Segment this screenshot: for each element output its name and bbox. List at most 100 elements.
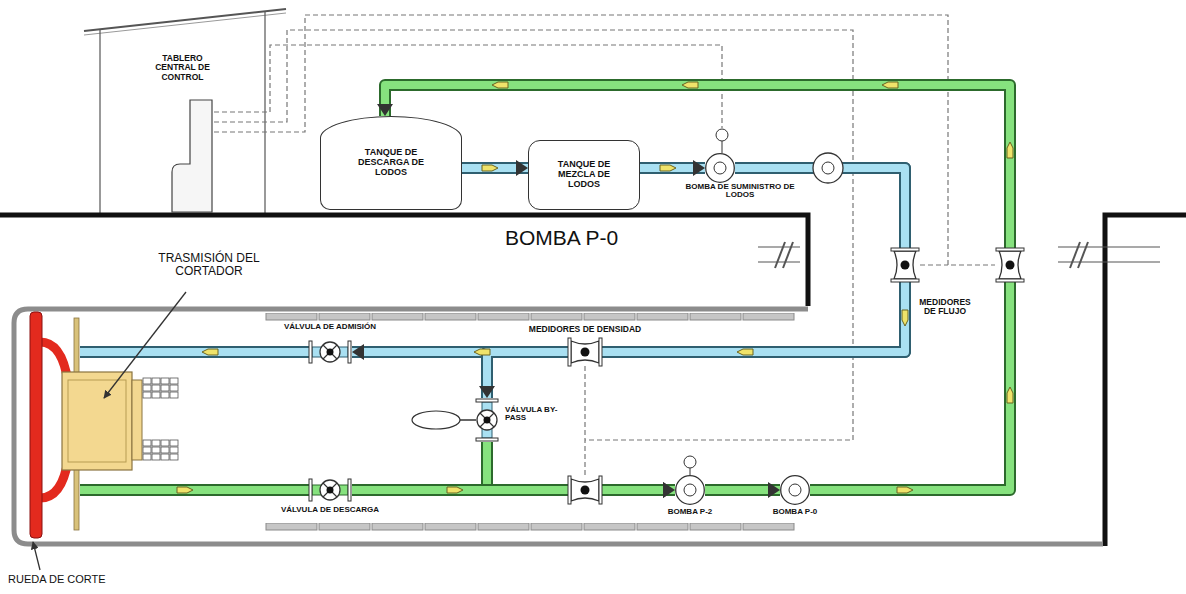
pump-symbol [675, 475, 705, 505]
flow-arrow [482, 165, 498, 171]
hydraulic-block [170, 392, 178, 398]
pipe-segment [312, 485, 348, 495]
actuator-rod [459, 419, 476, 421]
pipe-fill [385, 85, 1010, 490]
ground-line [0, 215, 808, 306]
pump-circle [706, 154, 735, 183]
hydraulic-block [161, 440, 169, 446]
section-title: BOMBA P-0 [505, 226, 618, 249]
flow-arrow [1007, 387, 1013, 403]
flow-arrow [202, 349, 218, 355]
cutter-transmission [62, 372, 132, 470]
node-label: BOMBA DE SUMINISTRO DE LODOS [685, 183, 795, 200]
valve-symbol [308, 478, 352, 502]
valve-dot [484, 417, 491, 424]
bypass-actuator [412, 411, 476, 429]
break-line [1058, 246, 1160, 247]
hydraulic-block [143, 392, 151, 398]
hydraulic-block [152, 378, 160, 384]
hydraulic-block [152, 454, 160, 460]
flow-arrow [177, 487, 193, 493]
tunnel-segments [265, 523, 795, 531]
break-slash [1078, 242, 1088, 268]
pump: BOMBA P-0 [780, 475, 810, 505]
flow-arrow [902, 310, 908, 326]
node-text: TANQUE DE MEZCLA DE LODOS [552, 160, 616, 190]
gauge-dial [684, 456, 696, 468]
valve-symbol [475, 398, 499, 442]
gauge-stem [722, 141, 723, 153]
slurry-pipe [352, 482, 675, 498]
arrow-head [693, 160, 705, 176]
slurry-pipe [80, 346, 310, 358]
slurry-pipe [640, 160, 705, 176]
hydraulic-block [152, 385, 160, 391]
bypass-valve: VÁLVULA BY-PASS [475, 398, 499, 442]
building-wall [99, 29, 100, 213]
hydraulic-block [161, 378, 169, 384]
density-meter [568, 338, 602, 366]
part-label: MEDIDORES DE DENSIDAD [505, 325, 665, 334]
node-label: BOMBA P-0 [750, 508, 840, 516]
hydraulic-block [161, 385, 169, 391]
hydraulic-block [170, 378, 178, 384]
pump-symbol [705, 153, 735, 183]
flow-arrow [447, 487, 463, 493]
part-label: RUEDA DE CORTE [8, 573, 106, 585]
discharge-tank: TANQUE DE DESCARGA DE LODOS [320, 116, 462, 210]
valve-body [320, 480, 340, 500]
valve-cross [480, 413, 494, 427]
pipe-wall [352, 484, 675, 496]
part-label: TRASMISIÓN DEL CORTADOR [150, 252, 268, 278]
valve-flange [309, 479, 312, 501]
pump-hub [684, 484, 696, 496]
pump-hub [789, 484, 801, 496]
valve-flange [348, 341, 351, 363]
node-label: VÁLVULA BY-PASS [505, 406, 561, 423]
arrow-head [663, 482, 675, 498]
control-wire [214, 30, 853, 440]
control-building [84, 9, 286, 213]
hydraulic-block [143, 378, 151, 384]
discharge-valve: VÁLVULA DE DESCARGA [308, 478, 352, 502]
slurry-pipe [462, 160, 528, 176]
supply-pump: BOMBA DE SUMINISTRO DE LODOS [705, 153, 735, 183]
hydraulic-block [170, 454, 178, 460]
leader-line [33, 542, 40, 570]
valve-body [320, 342, 340, 362]
leader-lines [33, 292, 186, 570]
actuator-body [412, 411, 460, 429]
control-wire [584, 366, 585, 476]
intake-valve: VÁLVULA DE ADMISIÓN [308, 340, 352, 364]
roof-line [84, 9, 286, 31]
control-building: TABLERO CENTRAL DE CONTROL [100, 24, 265, 212]
tunnel-segments [265, 313, 795, 321]
hydraulic-block [170, 440, 178, 446]
flow-meter [996, 248, 1024, 282]
node-label: BOMBA P-2 [645, 508, 735, 516]
density-meter [568, 476, 602, 504]
slurry-pipe [80, 484, 310, 496]
hydraulic-block [152, 440, 160, 446]
slurry-pipe [80, 486, 310, 494]
pump: BOMBA P-2 [675, 475, 705, 505]
valve-symbol [308, 340, 352, 364]
ground-line [1105, 215, 1186, 546]
hydraulic-block [161, 447, 169, 453]
break-line [758, 246, 800, 247]
arrow-head [768, 482, 780, 498]
hydraulic-block [152, 447, 160, 453]
arrow-head [516, 160, 528, 176]
part-label: MEDIDORES DE FLUJO [916, 298, 974, 317]
pump-hub [714, 162, 726, 174]
valve-symbol [476, 399, 498, 441]
flow-meter [891, 248, 919, 282]
pipe-segment [482, 402, 492, 438]
hydraulic-block [143, 440, 151, 446]
flow-arrow [492, 82, 508, 88]
control-wire [920, 264, 948, 265]
flow-arrow [660, 165, 676, 171]
pump-hub [822, 162, 834, 174]
transmission-flange [132, 380, 142, 460]
